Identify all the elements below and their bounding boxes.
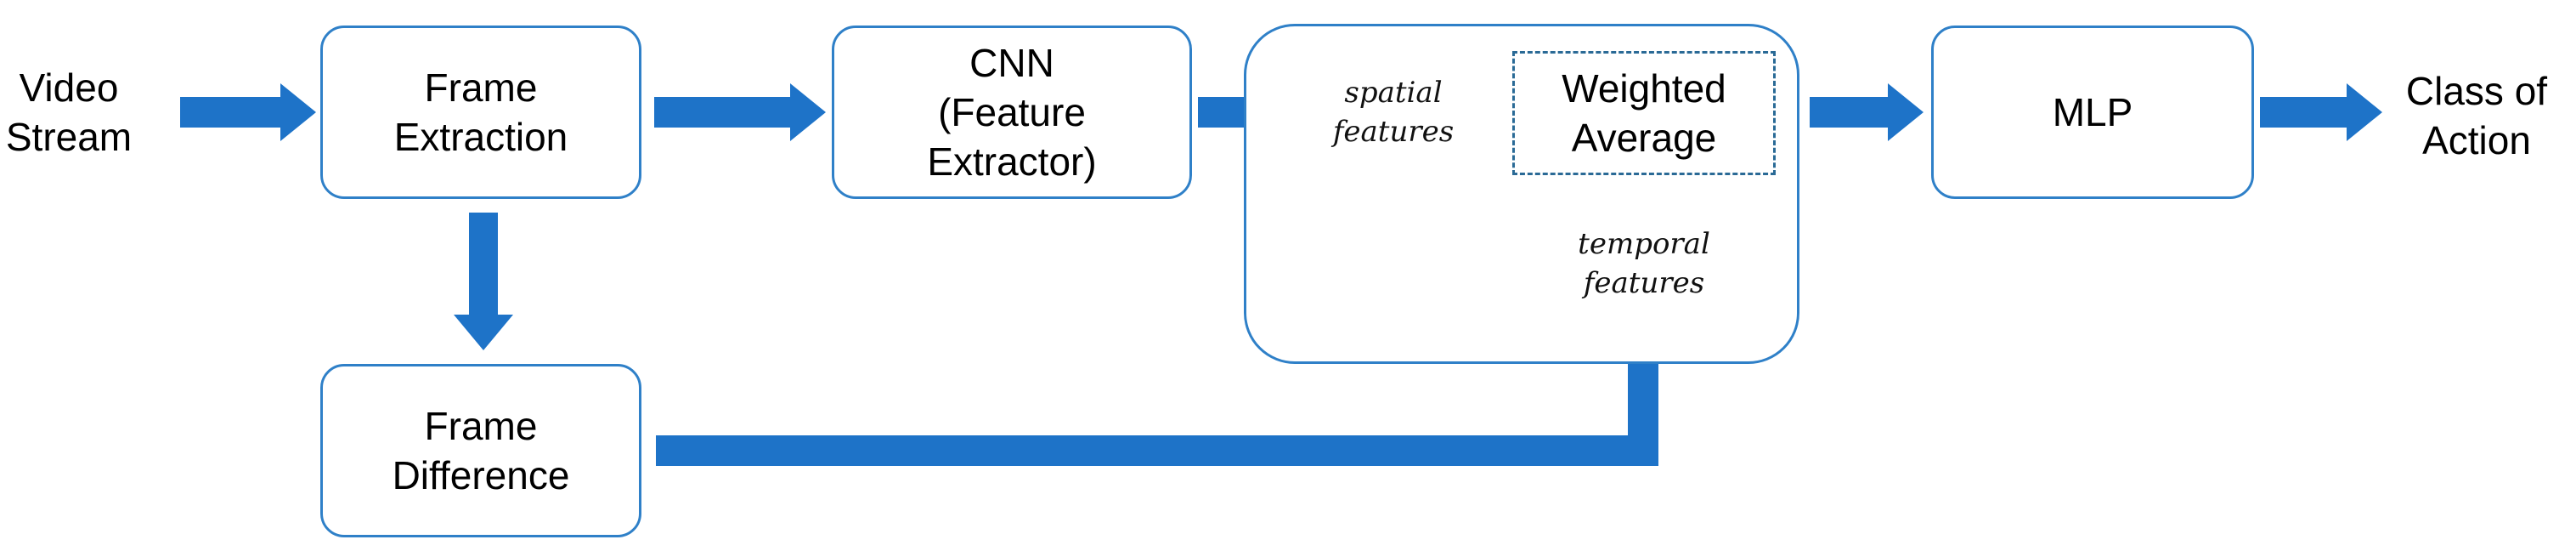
arrow-mlp-to-output — [2260, 83, 2382, 141]
cnn-feature-extractor-box: CNN (Feature Extractor) — [832, 26, 1192, 199]
frame-difference-box: Frame Difference — [320, 364, 641, 537]
video-stream-label: Video Stream — [5, 65, 133, 159]
spatial-features-label: spatial features — [1332, 76, 1455, 149]
weighted-average-box: Weighted Average — [1512, 51, 1776, 175]
feature-aggregation-box — [1244, 24, 1799, 364]
arrow-difference-to-temporal — [656, 316, 1677, 466]
frame-extraction-box: Frame Extraction — [320, 26, 641, 199]
mlp-box: MLP — [1931, 26, 2254, 199]
arrow-extraction-to-cnn — [654, 83, 826, 141]
arrow-aggregator-to-mlp — [1810, 83, 1924, 141]
arrow-video-to-extraction — [180, 83, 316, 141]
temporal-features-label: temporal features — [1578, 227, 1710, 300]
class-of-action-label: Class of Action — [2405, 69, 2548, 162]
arrow-extraction-to-difference — [454, 213, 513, 350]
